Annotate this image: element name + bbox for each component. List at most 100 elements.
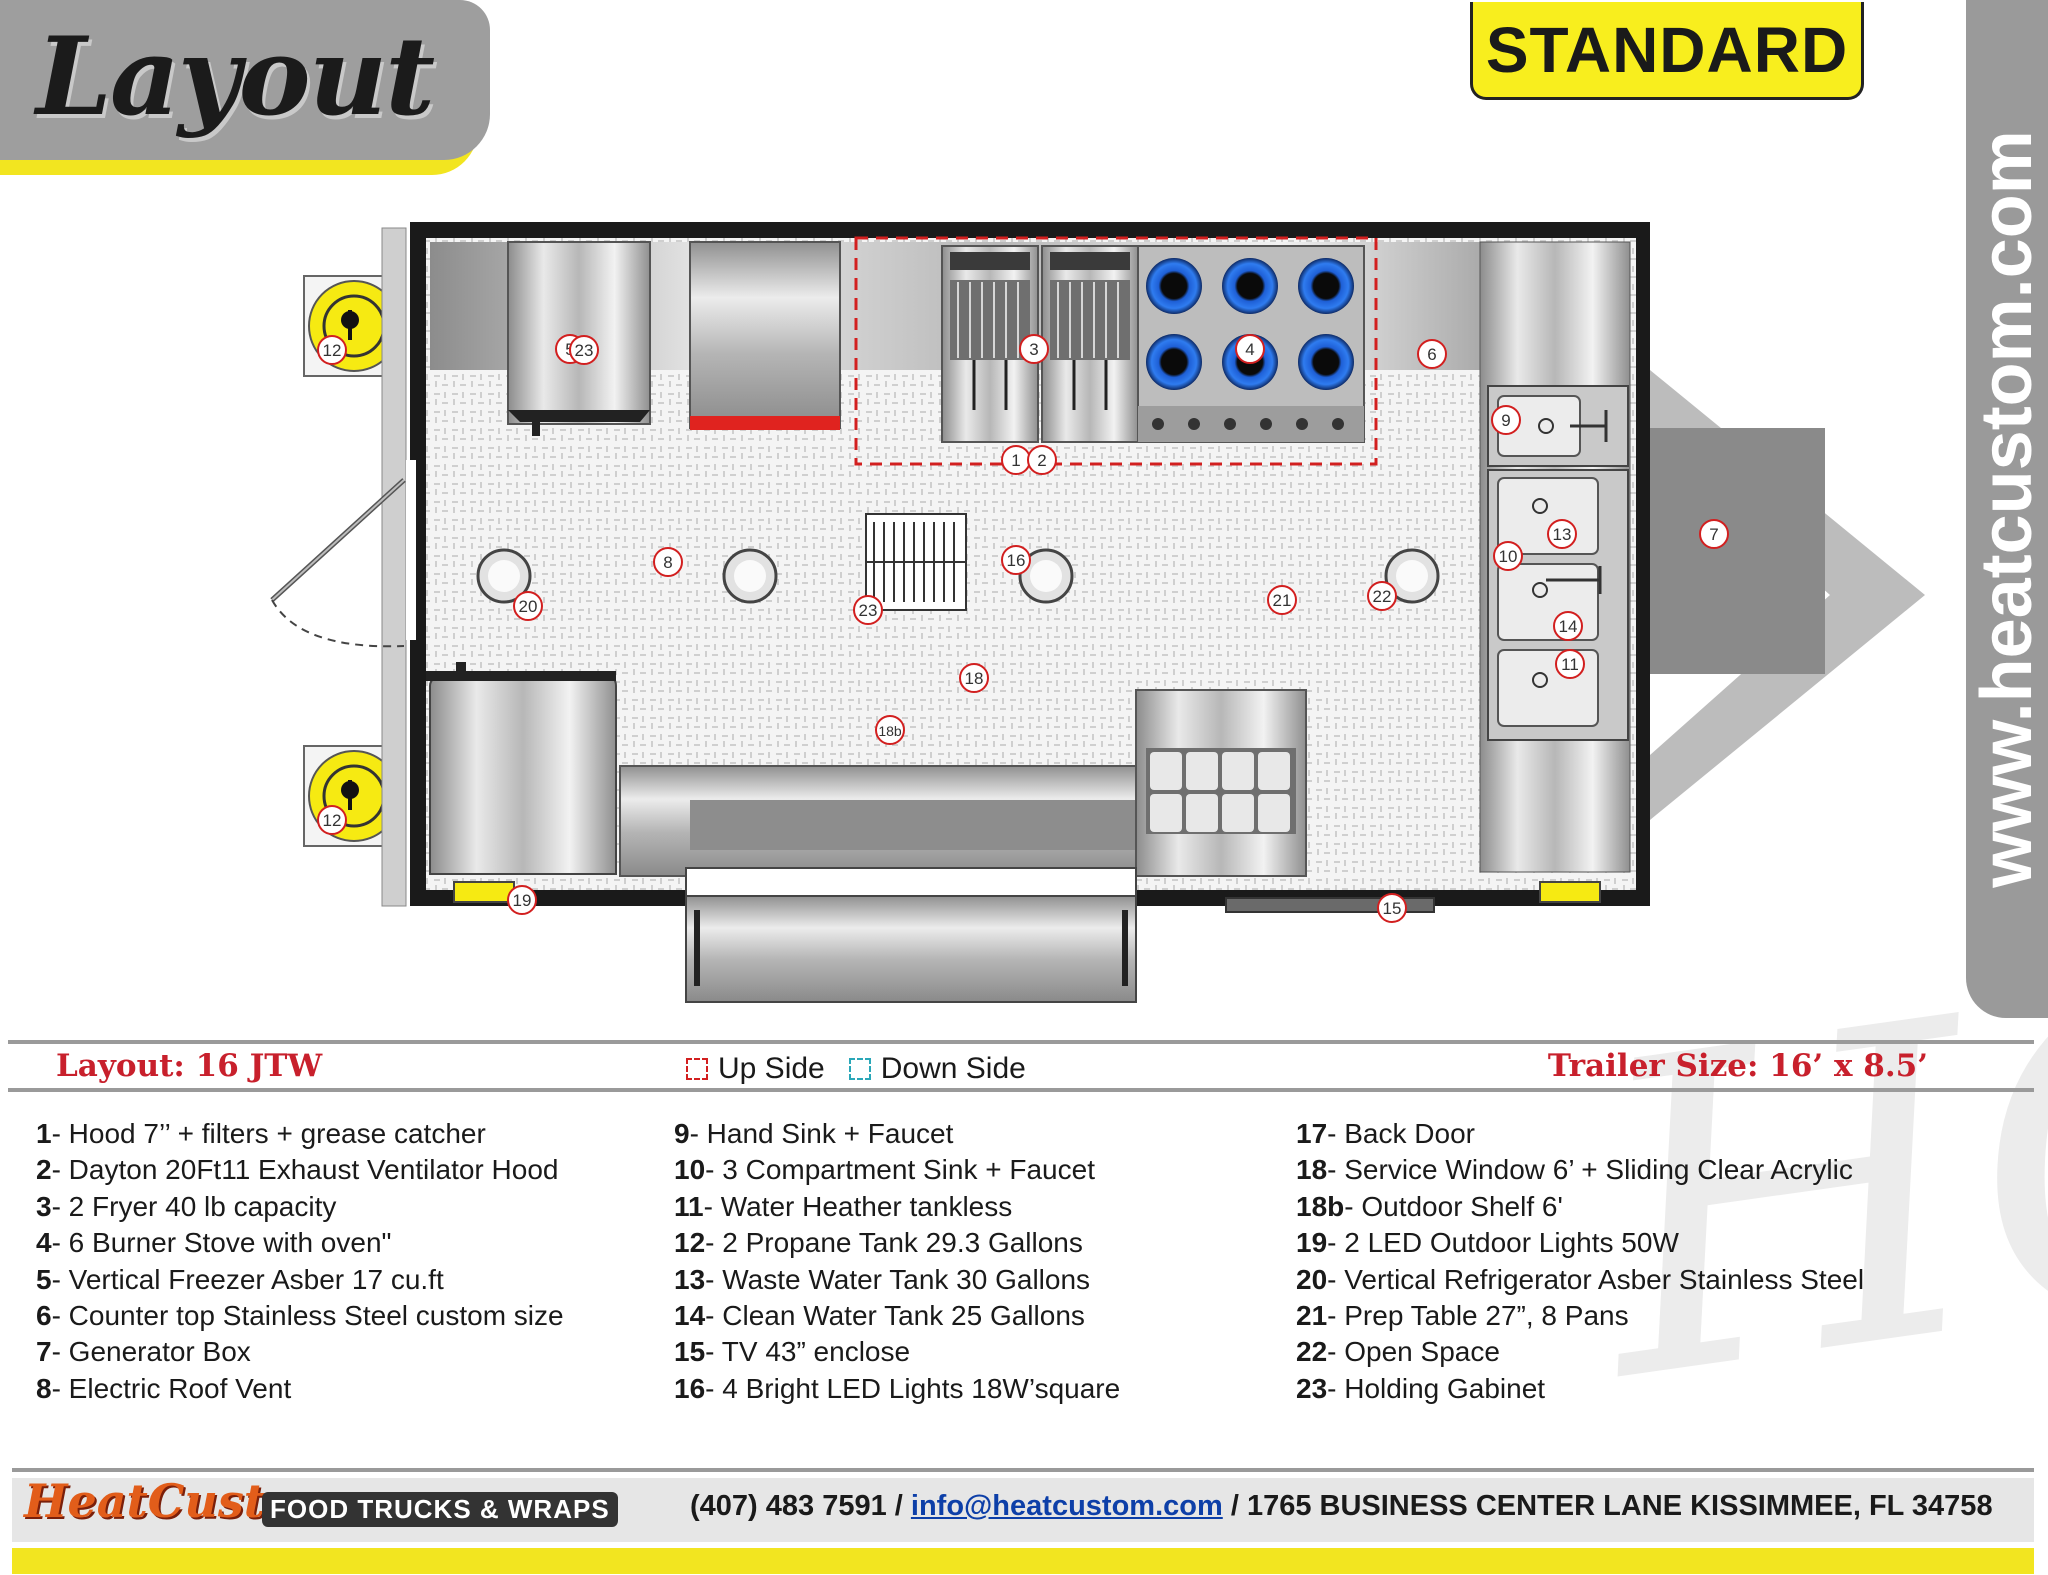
list-item: 16- 4 Bright LED Lights 18W’square xyxy=(674,1371,1120,1407)
side-legend: Up Side Down Side xyxy=(686,1052,1026,1086)
list-item: 9- Hand Sink + Faucet xyxy=(674,1116,1120,1152)
callout-label: 15 xyxy=(1383,899,1402,918)
item-number: 22 xyxy=(1296,1336,1328,1368)
phone-number: (407) 483 7591 xyxy=(690,1490,887,1522)
item-description: - 2 Fryer 40 lb capacity xyxy=(51,1190,337,1222)
item-number: 20 xyxy=(1296,1263,1328,1295)
item-description: - Clean Water Tank 25 Gallons xyxy=(705,1300,1085,1332)
legend-bottom-rule xyxy=(8,1088,2034,1092)
callout-circle xyxy=(1555,649,1585,679)
callout-circle xyxy=(507,885,537,915)
email-link[interactable]: info@heatcustom.com xyxy=(910,1490,1223,1522)
legend-top-rule xyxy=(8,1040,2034,1044)
list-item: 18- Service Window 6’ + Sliding Clear Ac… xyxy=(1296,1152,1864,1188)
callout-circle xyxy=(1493,541,1523,571)
callout-label: 14 xyxy=(1559,617,1578,636)
page-title: Layout xyxy=(36,14,435,140)
item-description: - Electric Roof Vent xyxy=(51,1372,292,1404)
callout-circle xyxy=(1001,545,1031,575)
item-number: 13 xyxy=(674,1263,706,1295)
callout-circle xyxy=(959,663,989,693)
list-item: 2- Dayton 20Ft11 Exhaust Ventilator Hood xyxy=(36,1152,564,1188)
item-description: - Service Window 6’ + Sliding Clear Acry… xyxy=(1327,1154,1853,1186)
back-door-opening xyxy=(406,460,416,640)
callout-circle xyxy=(1553,611,1583,641)
list-item: 5- Vertical Freezer Asber 17 cu.ft xyxy=(36,1262,564,1298)
item-description: - Outdoor Shelf 6' xyxy=(1344,1190,1563,1222)
service-window xyxy=(685,867,1137,1003)
three-compartment-sink xyxy=(1487,469,1629,741)
list-item: 18b- Outdoor Shelf 6' xyxy=(1296,1189,1864,1225)
item-description: - Vertical Refrigerator Asber Stainless … xyxy=(1327,1263,1865,1295)
callout-circle xyxy=(1367,581,1397,611)
item-description: - 4 Bright LED Lights 18W’square xyxy=(705,1372,1121,1404)
callout-circle xyxy=(569,335,599,365)
item-description: - Counter top Stainless Steel custom siz… xyxy=(51,1300,564,1332)
callout-label: 3 xyxy=(1029,340,1038,359)
item-description: - Back Door xyxy=(1327,1118,1475,1149)
callout-circle xyxy=(1267,585,1297,615)
callout-label: 6 xyxy=(1427,345,1436,364)
item-description: - Open Space xyxy=(1327,1336,1500,1368)
footer-accent xyxy=(12,1548,2034,1574)
list-item: 13- Waste Water Tank 30 Gallons xyxy=(674,1262,1120,1298)
callout-label: 7 xyxy=(1709,525,1718,544)
list-item: 8- Electric Roof Vent xyxy=(36,1371,564,1407)
item-number: 15 xyxy=(674,1336,706,1368)
list-item: 11- Water Heather tankless xyxy=(674,1189,1120,1225)
callout-circle xyxy=(1491,405,1521,435)
callout-labels: 1234567891011121213141516171818b19202122… xyxy=(317,334,1729,923)
item-number: 11 xyxy=(674,1190,704,1222)
item-description: - Prep Table 27”, 8 Pans xyxy=(1327,1300,1629,1332)
up-side-swatch xyxy=(686,1058,708,1080)
separator: / xyxy=(1222,1490,1247,1522)
item-number: 5 xyxy=(36,1263,52,1295)
down-side-swatch xyxy=(848,1058,871,1080)
item-number: 2 xyxy=(36,1154,52,1186)
food-trucks-wraps-logo: FOOD TRUCKS & WRAPS xyxy=(262,1492,618,1527)
list-item: 22- Open Space xyxy=(1296,1334,1864,1370)
callout-label: 18b xyxy=(878,723,902,739)
item-description: - 3 Compartment Sink + Faucet xyxy=(705,1154,1095,1186)
item-number: 23 xyxy=(1296,1372,1328,1404)
callout-circle xyxy=(853,595,883,625)
list-item: 7- Generator Box xyxy=(36,1334,564,1370)
item-description: - Hand Sink + Faucet xyxy=(689,1118,954,1149)
callout-label: 18 xyxy=(965,669,984,688)
callout-circle xyxy=(875,715,905,745)
vertical-freezer xyxy=(507,241,651,425)
list-item: 1- Hood 7’’ + filters + grease catcher xyxy=(36,1116,564,1152)
callout-label: 2 xyxy=(1037,451,1046,470)
prep-table xyxy=(1135,689,1307,877)
item-number: 10 xyxy=(674,1154,706,1186)
item-description: - Water Heather tankless xyxy=(703,1190,1013,1222)
item-number: 19 xyxy=(1296,1227,1328,1259)
title-tab: Layout xyxy=(0,0,490,175)
website-sidebar-text-box: www.heatcustom.com xyxy=(1966,0,2048,1018)
callout-label: 13 xyxy=(1553,525,1572,544)
callout-label: 21 xyxy=(1273,591,1292,610)
address: 1765 BUSINESS CENTER LANE KISSIMMEE, FL … xyxy=(1246,1490,1993,1522)
item-number: 8 xyxy=(36,1372,52,1404)
fryer-left xyxy=(941,245,1039,443)
fryer-right xyxy=(1041,245,1139,443)
layout-name: Layout: 16 JTW xyxy=(56,1048,323,1084)
callout-label: 19 xyxy=(513,891,532,910)
list-item: 14- Clean Water Tank 25 Gallons xyxy=(674,1298,1120,1334)
item-number: 7 xyxy=(36,1336,52,1368)
item-description: - Dayton 20Ft11 Exhaust Ventilator Hood xyxy=(51,1154,559,1186)
website-sidebar xyxy=(1966,0,2048,1018)
callout-circle xyxy=(317,805,347,835)
generator-box xyxy=(1650,428,1825,674)
callout-label: 12 xyxy=(323,811,342,830)
trailer-size: Trailer Size: 16’ x 8.5’ xyxy=(1547,1048,1928,1084)
trailer-floor-plan: 1234567891011121213141516171818b19202122… xyxy=(270,210,1950,1010)
list-item: 3- 2 Fryer 40 lb capacity xyxy=(36,1189,564,1225)
callout-label: 1 xyxy=(1011,451,1020,470)
list-item: 21- Prep Table 27”, 8 Pans xyxy=(1296,1298,1864,1334)
item-description: - Waste Water Tank 30 Gallons xyxy=(705,1263,1091,1295)
callout-circle xyxy=(653,547,683,577)
item-number: 17 xyxy=(1296,1118,1328,1149)
